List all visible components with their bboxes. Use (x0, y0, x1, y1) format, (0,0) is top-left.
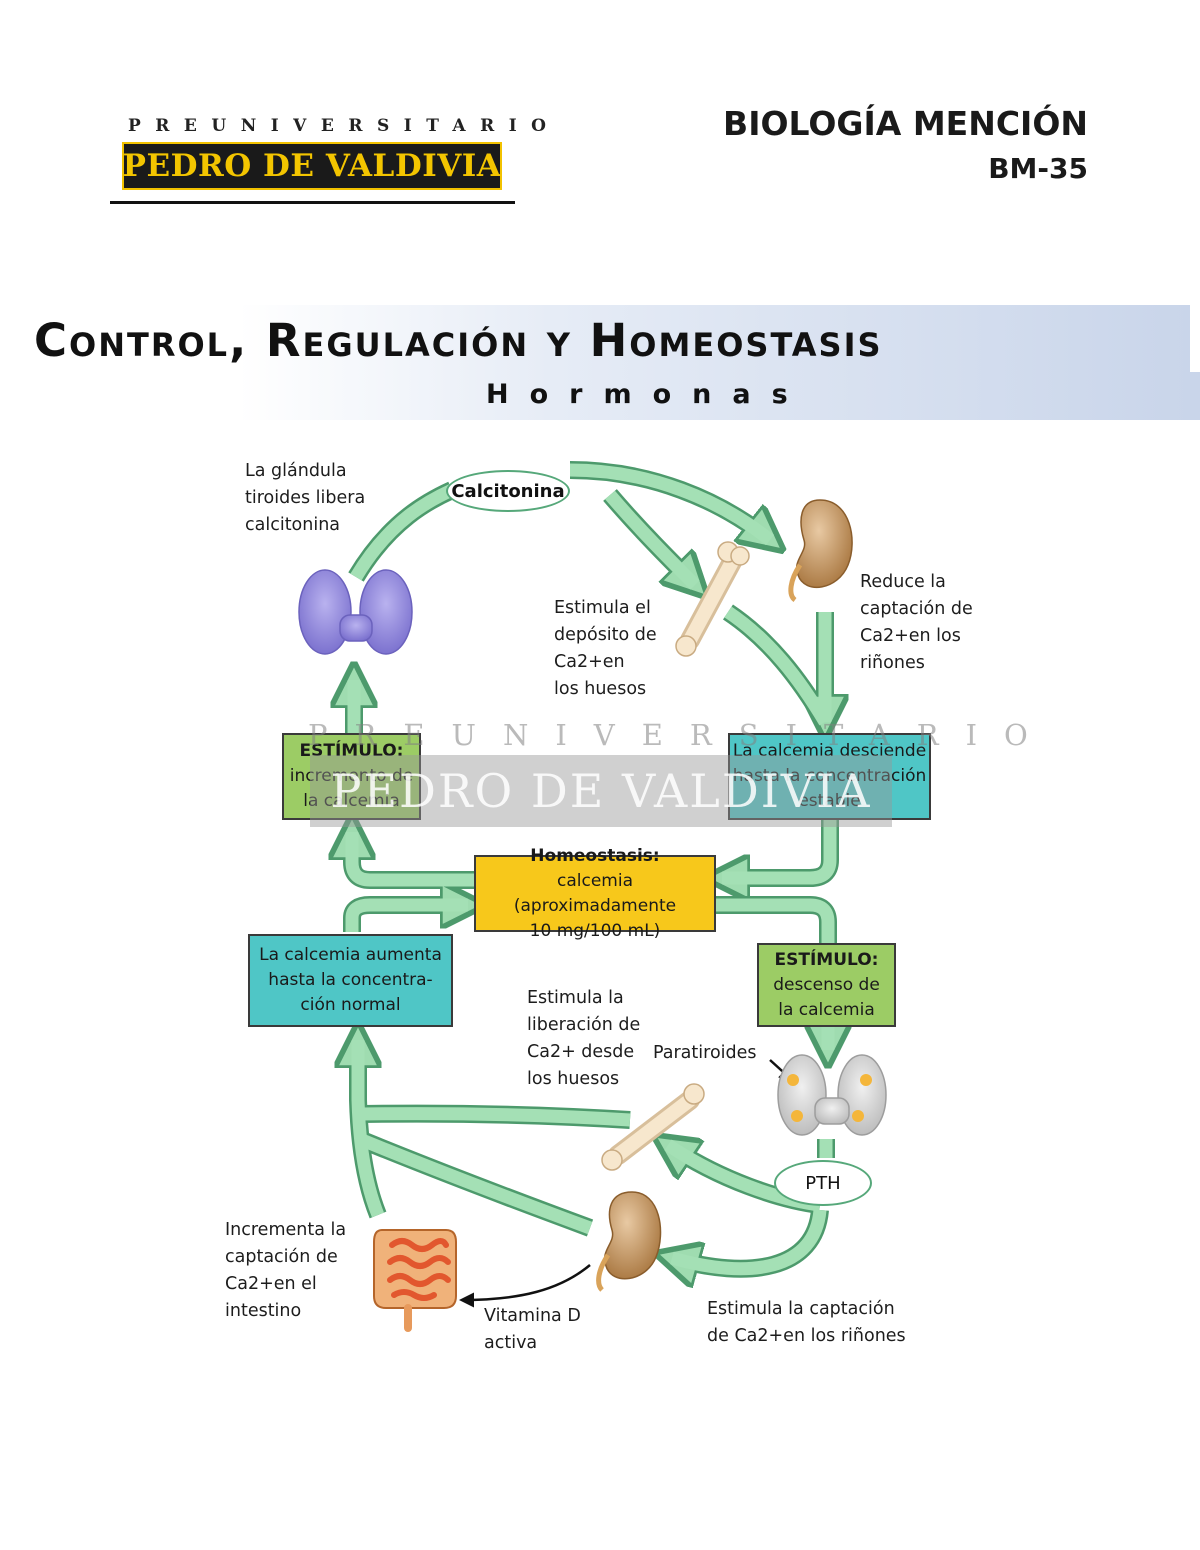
logo-main-text: PEDRO DE VALDIVIA (122, 148, 502, 184)
logo-underline (110, 201, 515, 204)
page-subtitle: Hormonas (486, 379, 809, 410)
calcemia-increase-box: La calcemia aumenta hasta la concentra- … (248, 934, 453, 1027)
parathyroid-label: Paratiroides (653, 1043, 757, 1063)
subject-title: BIOLOGÍA MENCIÓN (723, 104, 1088, 143)
title-band-edge (1186, 372, 1200, 420)
thyroid-icon (298, 569, 413, 655)
logo-top-text: PREUNIVERSITARIO (128, 116, 561, 136)
pth-pill: PTH (774, 1160, 872, 1206)
stimulus-decrease-box: ESTÍMULO: descenso de la calcemia (757, 943, 896, 1027)
vitamin-d-label: Vitamina D activa (484, 1306, 581, 1353)
calcitonina-pill: Calcitonina (446, 470, 570, 512)
watermark-main: PEDRO DE VALDIVIA (330, 764, 872, 818)
calcemia-decrease-box: La calcemia desciende hasta la concentra… (728, 733, 931, 820)
stimulus-increase-box: ESTÍMULO: incremento de la calcemia (282, 733, 421, 820)
thyroid-release-label: La glándula tiroides libera calcitonina (245, 461, 366, 535)
bone-deposit-label: Estimula el depósito de Ca2+en los hueso… (554, 598, 657, 699)
bone-release-label: Estimula la liberación de Ca2+ desde los… (527, 988, 641, 1089)
page-title: Control, Regulación y Homeostasis (34, 314, 883, 367)
kidney-capture-label: Estimula la captación de Ca2+en los riño… (707, 1299, 906, 1346)
kidney-icon-bottom (596, 1191, 662, 1292)
bone-icon-top (675, 541, 750, 657)
kidney-reduce-label: Reduce la captación de Ca2+en los riñone… (860, 572, 973, 673)
watermark: PEDRO DE VALDIVIA (310, 755, 892, 827)
title-band (30, 305, 1190, 420)
watermark-top: PREUNIVERSITARIO (308, 718, 1055, 752)
kidney-icon-top (788, 499, 853, 603)
bone-icon-bottom (601, 1083, 705, 1171)
document-code: BM-35 (988, 152, 1088, 185)
logo: PEDRO DE VALDIVIA (122, 142, 502, 190)
homeostasis-box: Homeostasis: calcemia (aproximadamente 1… (474, 846, 716, 941)
parathyroid-icon (777, 1054, 887, 1136)
intestine-label: Incrementa la captación de Ca2+en el int… (225, 1220, 347, 1321)
intestine-icon (373, 1229, 457, 1332)
